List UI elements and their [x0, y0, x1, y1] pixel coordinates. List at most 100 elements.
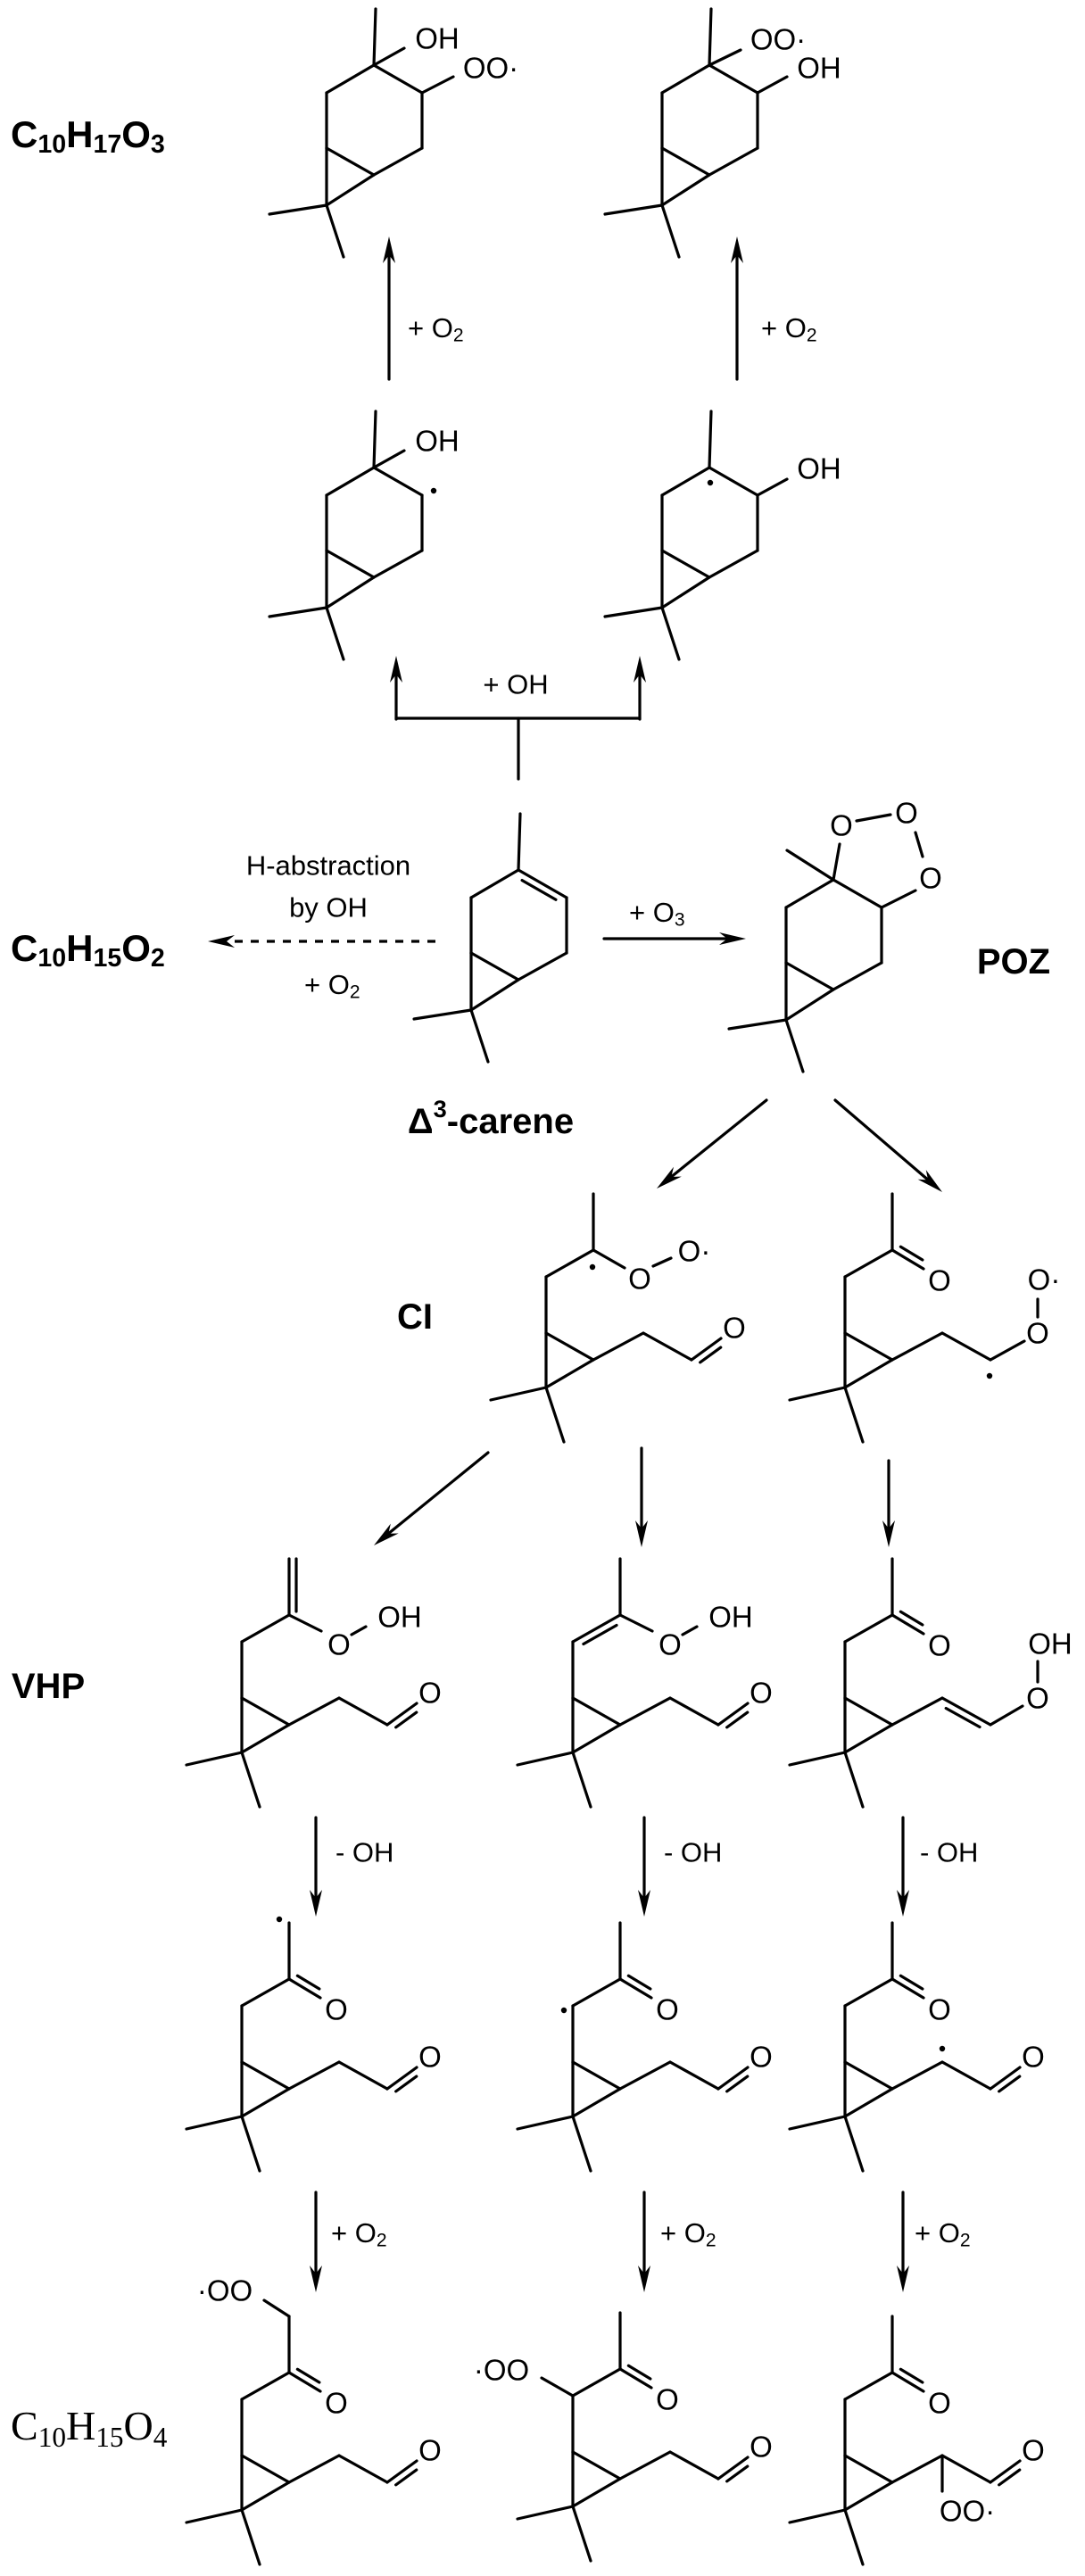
double-bond-inner [899, 2367, 924, 2384]
bond [240, 1723, 291, 1754]
bond [240, 1977, 291, 2008]
methyl-bond [185, 2508, 244, 2524]
reagent-minus-oh: - OH [664, 1837, 722, 1868]
double-bond [890, 1248, 925, 1271]
double-bond [385, 1702, 418, 1727]
hydroxyl-label: OH [797, 52, 841, 85]
methyl-bond [544, 1386, 566, 1444]
methyl-bond [788, 1386, 847, 1402]
bond [832, 961, 883, 991]
arrow-plus-o2-row-1 [310, 2191, 322, 2292]
bond [940, 1331, 992, 1362]
radical-dot [560, 2007, 567, 2014]
bond [890, 1331, 944, 1362]
text-part: + O [761, 312, 807, 344]
arrow-ci-to-vhp-1 [374, 1451, 490, 1545]
text-part: -carene [447, 1102, 574, 1141]
methyl-bond [372, 410, 377, 469]
bond [372, 46, 406, 67]
bond [843, 1358, 894, 1389]
aldehyde-oxygen: O [750, 2431, 773, 2464]
bond [940, 2454, 992, 2484]
arrow-shaft [385, 1451, 490, 1537]
arrow-head [897, 2265, 909, 2292]
subscript: 2 [706, 2230, 716, 2250]
double-bond-inner [899, 1974, 924, 1991]
bond [372, 549, 424, 579]
ketone-oxygen: O [325, 1993, 348, 2026]
bond [240, 1696, 291, 1727]
bond [660, 576, 711, 609]
bond [855, 813, 892, 823]
bond [372, 146, 424, 177]
bond [843, 1977, 894, 2008]
bond [592, 1331, 645, 1362]
methyl-bond [240, 2115, 261, 2173]
peroxy-radical-label: OO· [463, 52, 518, 85]
methyl-bond [185, 2115, 244, 2131]
double-bond [690, 1337, 723, 1362]
methyl-bond [325, 606, 345, 661]
methyl-bond [788, 2115, 847, 2131]
double-bond-inner [699, 1346, 723, 1364]
arrow-head [390, 656, 402, 683]
arrow-shaft [667, 1098, 768, 1180]
methyl-bond [185, 1751, 244, 1767]
bond [618, 1613, 654, 1633]
bond [843, 2087, 894, 2118]
methyl-bond [843, 2115, 865, 2173]
arrow-head [638, 1890, 650, 1917]
bond [240, 2481, 291, 2512]
aldehyde-oxygen: O [1022, 2434, 1045, 2467]
bond [592, 1248, 626, 1270]
arrow-head [638, 2265, 650, 2292]
methyl-bond [708, 410, 713, 469]
arrow-minus-oh-3 [897, 1816, 909, 1917]
bond [642, 1331, 693, 1362]
oxygen-label: O [658, 1628, 682, 1661]
bond [469, 978, 520, 1012]
oh-addition-branch [394, 716, 642, 781]
formula-c10h15o4: C10H15O4 [11, 2403, 168, 2453]
bond [843, 1696, 894, 1727]
reagent-minus-oh: - OH [920, 1837, 978, 1868]
text-part: + O [408, 312, 453, 344]
arrow-poz-to-ci-1 [657, 1098, 768, 1189]
arrow-head [882, 1520, 895, 1547]
double-bond [287, 1977, 322, 2000]
bond [325, 466, 376, 497]
bond [469, 951, 520, 982]
double-bond-inner [725, 1710, 750, 1729]
text-part: + O [331, 2217, 377, 2249]
oh-adduct-radical-1: OH [268, 410, 460, 661]
bond [832, 878, 883, 909]
aldehyde-oxygen: O [418, 2041, 442, 2074]
arrow-head [731, 236, 743, 263]
bond [843, 2060, 894, 2091]
arrow-head [635, 1520, 648, 1547]
text-part: C [11, 2403, 38, 2448]
bond [618, 2060, 672, 2091]
hydroxyl-label: OH [415, 22, 460, 55]
bond [890, 2454, 944, 2484]
bond [469, 868, 520, 899]
methyl-bond [516, 1751, 575, 1767]
bond [544, 1248, 595, 1279]
reagent-plus-o2: + O2 [331, 2217, 387, 2251]
double-bond-inner [944, 1706, 981, 1729]
methyl-bond [660, 203, 681, 259]
bond [325, 173, 376, 207]
radical-dot [939, 2045, 946, 2052]
arrow-head [897, 1890, 909, 1917]
arrow-ci-to-vhp-3 [882, 1459, 895, 1547]
subscript: 2 [453, 325, 464, 345]
arrow-minus-oh-2 [638, 1816, 650, 1917]
bond [651, 1256, 673, 1268]
hydroxyl-label: OH [415, 425, 460, 458]
arrow-head [310, 1890, 322, 1917]
bond [756, 75, 789, 95]
bond [337, 2060, 389, 2091]
bond [843, 2454, 894, 2484]
double-bond-inner [998, 2075, 1022, 2093]
